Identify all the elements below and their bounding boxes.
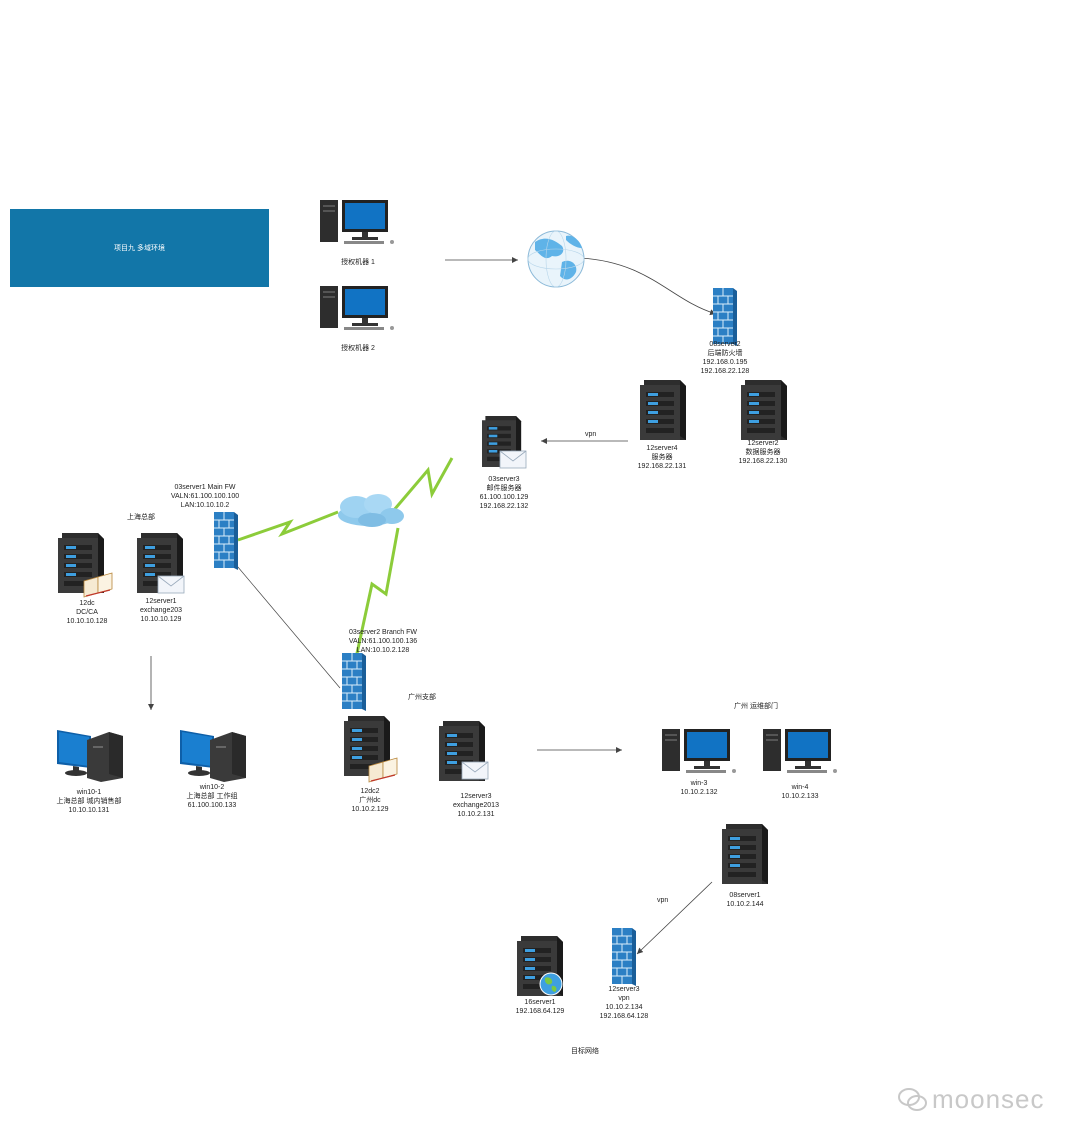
wan-lightning-links	[237, 457, 454, 659]
zone-label-guangzhou: 广州支部	[408, 694, 436, 701]
firewall-icon-main-fw	[213, 511, 239, 571]
cloud-icon	[338, 494, 404, 527]
node-label-12server4: 12server4 服务器 192.168.22.131	[637, 445, 687, 470]
zone-label-shanghai: 上海总部	[127, 514, 155, 521]
wechat-icon	[898, 1087, 927, 1111]
node-label-12server2: 12server2 数据服务器 192.168.22.130	[738, 440, 788, 465]
node-label-win10-1: win10-1 上海总部 城内销售部 10.10.10.131	[56, 789, 122, 814]
node-label-win4: win-4 10.10.2.133	[781, 784, 819, 800]
link-internet-to-backend-fw	[579, 257, 717, 316]
connectors	[148, 257, 717, 955]
server-icon-08server1	[722, 824, 768, 884]
watermark: moonsec	[898, 1084, 1045, 1115]
edge-label-vpn-top: vpn	[585, 431, 597, 438]
lightning-cloud-mailserver	[392, 457, 454, 511]
node-label-auth2: 授权机器 2	[341, 345, 375, 352]
server-icon-12server4	[640, 380, 686, 440]
desktop-icon-auth2	[320, 286, 394, 330]
node-label-12server1: 12server1 exchange203 10.10.10.129	[139, 598, 183, 623]
node-label-12dc: 12dc DC/CA 10.10.10.128	[66, 600, 108, 625]
watermark-text: moonsec	[932, 1084, 1045, 1114]
node-label-win3: win-3 10.10.2.132	[680, 780, 718, 796]
server-icon-12server2	[741, 380, 787, 440]
lightning-mainfw-cloud	[237, 510, 339, 542]
node-label-branch-fw: 03server2 Branch FW VALN:61.100.100.136 …	[348, 629, 418, 654]
zone-label-gz-ops: 广州 运维部门	[734, 703, 778, 710]
node-label-03server3: 03server3 邮件服务器 61.100.100.129 192.168.2…	[479, 476, 529, 510]
workstation-icon-win10-2	[180, 730, 246, 782]
mail-icon-12server1	[157, 575, 185, 594]
globe-icon	[527, 230, 585, 288]
node-label-12server3-vpn: 12server3 vpn 10.10.2.134 192.168.64.128	[599, 986, 649, 1020]
firewall-icon-12server3-vpn	[611, 927, 637, 987]
mail-icon-03server3	[499, 450, 527, 469]
node-label-main-fw: 03server1 Main FW VALN:61.100.100.100 LA…	[170, 484, 240, 509]
node-label-08server2-fw: 08server2 后端防火墙 192.168.0.195 192.168.22…	[700, 341, 750, 375]
mail-icon-12server3-ex	[461, 761, 489, 780]
project-title-box: 项目九 多域环境	[10, 209, 269, 287]
desktop-icon-win4	[763, 729, 837, 773]
node-label-08server1: 08server1 10.10.2.144	[726, 892, 764, 908]
node-label-12server3-exchange: 12server3 exchange2013 10.10.2.131	[453, 793, 499, 818]
project-title: 项目九 多域环境	[114, 245, 165, 252]
zone-label-target-net: 目标网络	[571, 1048, 599, 1055]
node-label-12dc2: 12dc2 广州dc 10.10.2.129	[351, 788, 389, 813]
node-label-auth1: 授权机器 1	[341, 259, 375, 266]
web-globe-badge-icon	[539, 972, 563, 996]
edge-label-vpn-bottom: vpn	[657, 897, 669, 904]
firewall-icon-branch-fw	[341, 652, 367, 712]
link-mainfw-to-branchfw	[231, 559, 341, 689]
lightning-cloud-branchfw	[354, 527, 400, 659]
workstation-icon-win10-1	[57, 730, 123, 782]
node-label-win10-2: win10-2 上海总部 工作组 61.100.100.133	[186, 784, 238, 809]
firewall-icon-08server2	[712, 287, 738, 347]
desktop-icon-auth1	[320, 200, 394, 244]
link-08server1-to-vpn	[636, 881, 713, 955]
node-label-16server1: 16server1 192.168.64.129	[515, 999, 565, 1015]
desktop-icon-win3	[662, 729, 736, 773]
